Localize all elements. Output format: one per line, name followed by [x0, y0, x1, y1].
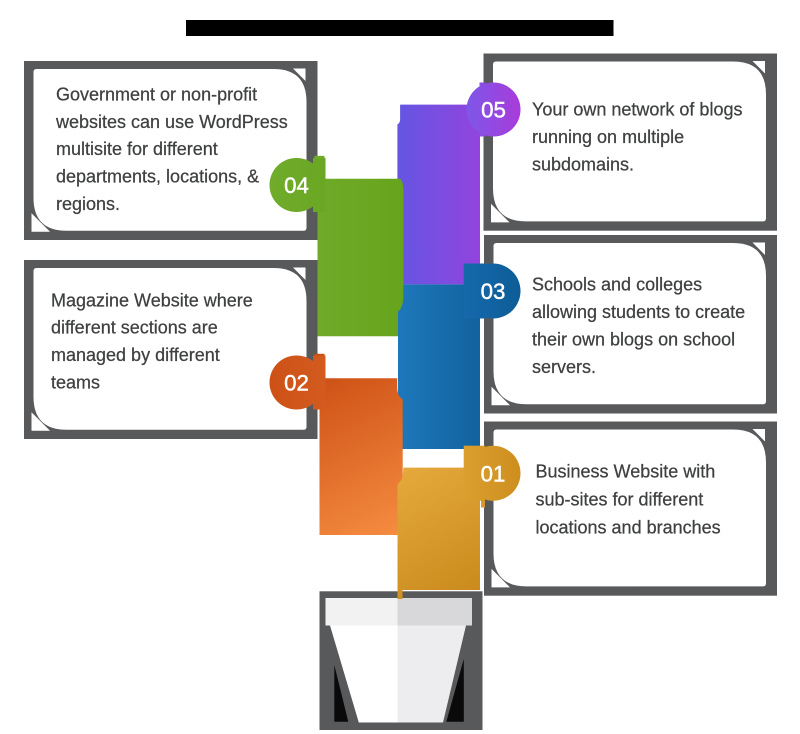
svg-text:Business Website with: Business Website with: [536, 462, 716, 482]
svg-text:websites can use WordPress: websites can use WordPress: [55, 112, 288, 132]
svg-text:Government or non-profit: Government or non-profit: [56, 85, 257, 105]
svg-text:multisite for different: multisite for different: [56, 139, 218, 159]
svg-text:05: 05: [481, 98, 506, 123]
svg-text:their own blogs on school: their own blogs on school: [532, 330, 735, 350]
svg-text:teams: teams: [51, 372, 100, 392]
svg-text:04: 04: [284, 173, 309, 198]
svg-text:locations and branches: locations and branches: [536, 518, 721, 538]
svg-text:03: 03: [481, 279, 506, 304]
svg-text:Your own network of blogs: Your own network of blogs: [532, 99, 742, 119]
svg-text:servers.: servers.: [532, 357, 596, 377]
svg-text:02: 02: [284, 371, 309, 396]
svg-text:Schools and colleges: Schools and colleges: [532, 274, 702, 294]
svg-text:allowing students to create: allowing students to create: [532, 302, 745, 322]
svg-text:Magazine Website where: Magazine Website where: [51, 290, 253, 310]
svg-text:subdomains.: subdomains.: [532, 154, 634, 174]
svg-text:sub-sites for different: sub-sites for different: [536, 490, 704, 510]
svg-text:departments, locations, &: departments, locations, &: [56, 167, 259, 187]
svg-text:01: 01: [481, 461, 506, 486]
svg-text:running on multiple: running on multiple: [532, 127, 684, 147]
svg-text:regions.: regions.: [56, 194, 120, 214]
svg-text:different sections are: different sections are: [51, 318, 218, 338]
svg-text:managed by different: managed by different: [51, 345, 220, 365]
